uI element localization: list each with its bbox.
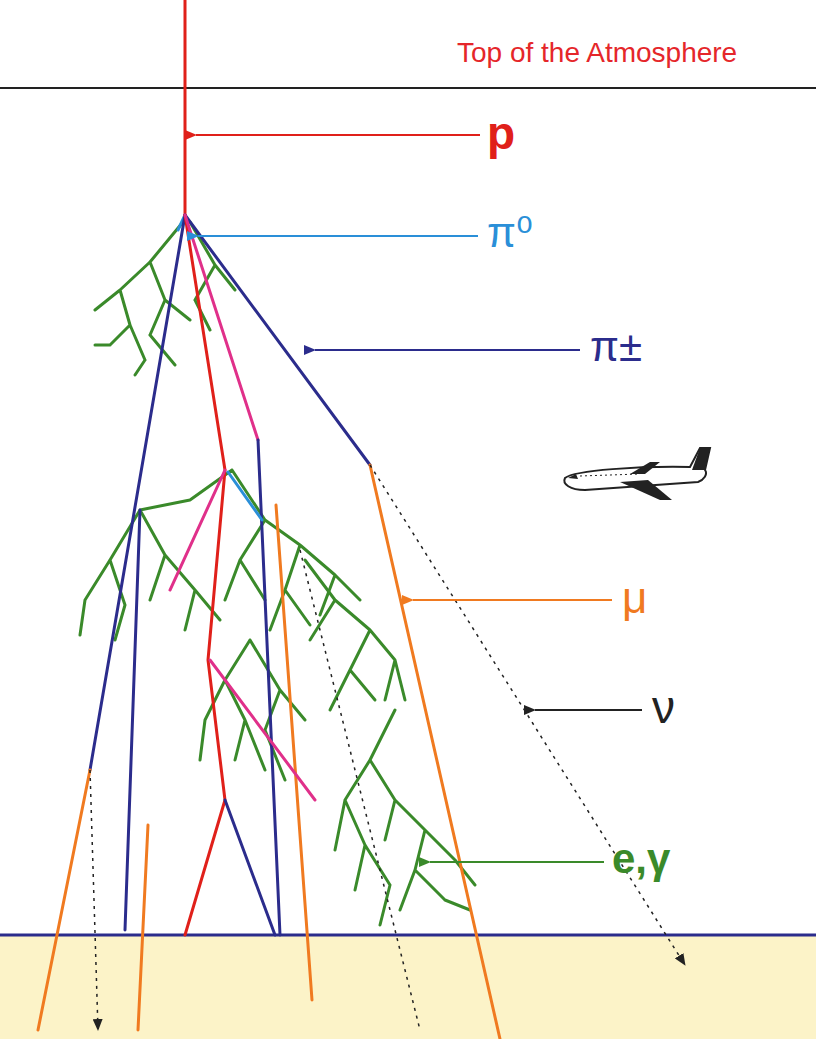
particle-label: ν xyxy=(652,682,675,733)
leader-line xyxy=(535,709,642,711)
charged-pion-track xyxy=(185,215,370,465)
em-shower xyxy=(200,640,305,780)
charged-pion-track xyxy=(225,800,275,935)
neutrino-track xyxy=(300,550,420,1030)
neutrino-tracks xyxy=(90,465,685,1030)
leader-lines xyxy=(196,135,642,862)
particle-label: π± xyxy=(590,324,642,370)
leader-line xyxy=(315,349,580,351)
charged-pion-track xyxy=(90,215,185,770)
neutrino-track xyxy=(370,465,685,965)
atmosphere-line xyxy=(0,87,816,89)
leader-line xyxy=(198,235,478,237)
leader-line xyxy=(413,599,612,601)
kaon-track xyxy=(170,470,225,590)
particle-label: p xyxy=(487,108,515,159)
airplane xyxy=(564,448,710,500)
em-showers xyxy=(80,222,475,925)
muon-track xyxy=(138,825,148,1030)
muon-track xyxy=(276,505,312,1000)
neutral-pion-track xyxy=(228,472,262,520)
kaon-track xyxy=(210,660,315,800)
em-shower xyxy=(80,470,360,640)
proton-track xyxy=(184,0,187,215)
em-shower xyxy=(305,560,405,710)
particle-tracks xyxy=(38,0,500,1039)
muon-track xyxy=(38,770,90,1030)
em-shower xyxy=(95,222,235,375)
particle-label: e,γ xyxy=(612,836,670,882)
particle-label: μ xyxy=(622,574,647,622)
em-shower xyxy=(335,710,475,925)
leader-line xyxy=(430,861,604,863)
charged-pion-track xyxy=(125,510,140,930)
particle-label: Top of the Atmosphere xyxy=(457,38,737,69)
neutrino-track xyxy=(90,770,98,1030)
leader-line xyxy=(196,134,480,136)
kaon-track xyxy=(185,215,258,440)
particle-label: π⁰ xyxy=(487,210,533,256)
muon-track xyxy=(370,465,500,1039)
ground-line xyxy=(0,934,816,937)
ground xyxy=(0,935,816,1039)
